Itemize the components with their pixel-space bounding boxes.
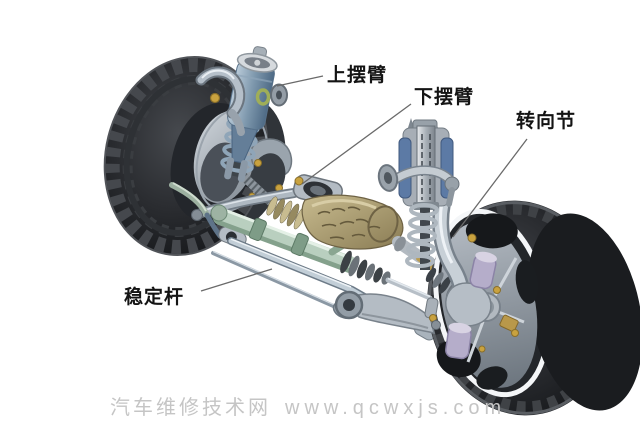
leader-steering-knuckle xyxy=(452,138,528,238)
label-upper-control-arm: 上摆臂 xyxy=(327,65,388,86)
leader-lower-control-arm xyxy=(301,103,412,185)
leader-stabilizer-bar xyxy=(200,268,273,292)
label-steering-knuckle: 转向节 xyxy=(516,111,577,132)
label-lower-control-arm: 下摆臂 xyxy=(414,87,475,108)
leader-lines xyxy=(200,75,528,292)
watermark-site-url: www.qcwxjs.com xyxy=(285,397,507,419)
right-lower-control-arm xyxy=(334,290,436,334)
watermark: 汽车维修技术网 www.qcwxjs.com xyxy=(110,398,506,418)
label-stabilizer-bar: 稳定杆 xyxy=(124,287,185,308)
watermark-site-name: 汽车维修技术网 xyxy=(110,397,271,419)
leader-upper-control-arm xyxy=(276,75,324,87)
right-steering-knuckle xyxy=(432,179,519,360)
upper-control-arm xyxy=(195,66,246,136)
right-coilover-damper xyxy=(377,118,460,270)
rack-bellows-tie-rod xyxy=(340,250,441,330)
